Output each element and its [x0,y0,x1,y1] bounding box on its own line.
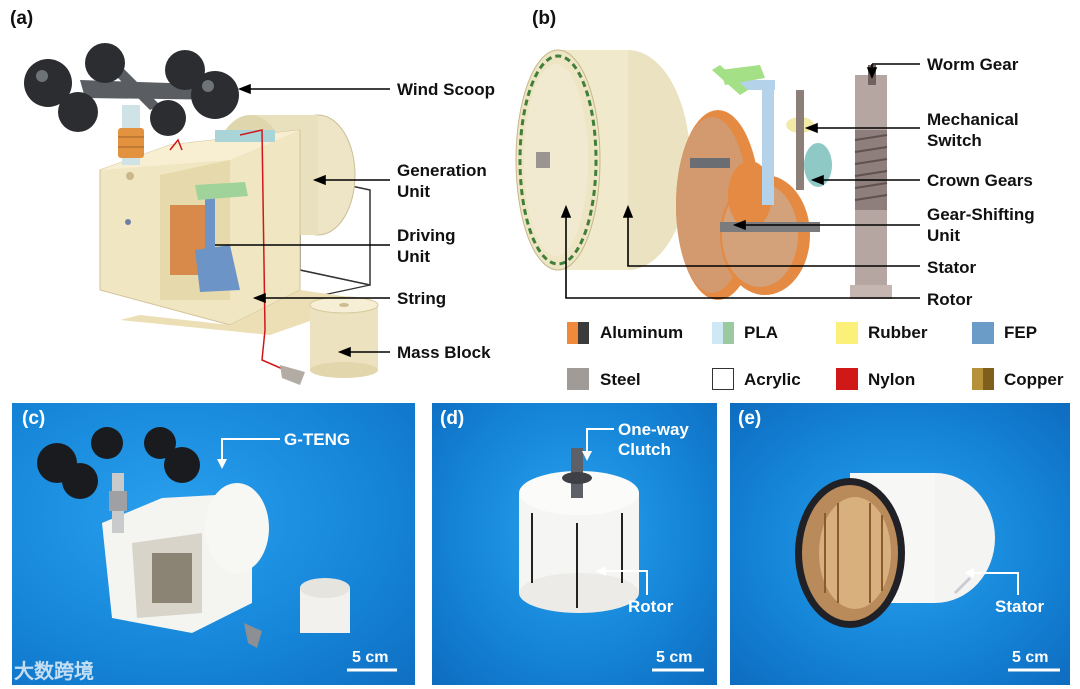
label-mechanical-switch: Mechanical Switch [927,110,1019,150]
panel-d-scale: 5 cm [656,649,693,666]
legend-label-rubber: Rubber [868,323,928,342]
panel-d-leaders [582,428,704,672]
label-worm-gear: Worm Gear [927,55,1019,74]
pla-frame [712,65,775,205]
legend-label-steel: Steel [600,370,641,389]
wind-scoop [24,43,239,136]
legend-label-aluminum: Aluminum [600,323,684,342]
stator-drum [515,49,690,271]
legend-swatch-copper [972,368,994,390]
panel-c-leader [217,438,397,672]
panel-d-illustration [519,448,639,613]
label-rotor: Rotor [927,290,973,309]
panel-e-leaders [964,568,1060,672]
red-string [169,129,286,371]
label-string: String [397,289,447,308]
gear-shifting-unit [720,161,820,295]
label-generation-unit: Generation Unit [397,161,487,201]
panel-e-tag: (e) [738,408,762,429]
watermark-text: 大数跨境 [14,661,94,683]
label-mass-block: Mass Block [397,343,491,362]
legend-swatch-steel [567,368,589,390]
panel-b-tag: (b) [532,8,557,29]
panel-d-photo: (d) One-way Clutch Rotor 5 cm [432,403,717,685]
legend-swatch-fep [972,322,994,344]
legend-swatch-rubber [836,322,858,344]
panel-d-tag: (d) [440,408,465,429]
panel-a-tag: (a) [10,8,34,29]
legend-label-pla: PLA [744,323,778,342]
label-rotor-photo: Rotor [628,597,674,616]
panel-b-leaders [560,63,920,299]
hook [280,365,305,385]
label-wind-scoop: Wind Scoop [397,80,496,99]
legend-swatch-acrylic [712,368,734,390]
driving-unit-internals [170,130,275,292]
crown-gears [786,90,832,190]
label-driving-unit: Driving Unit [397,226,456,266]
legend-label-acrylic: Acrylic [744,370,801,389]
panel-e-illustration [795,473,995,628]
label-gear-shifting-unit: Gear-Shifting Unit [927,205,1035,245]
panel-c-tag: (c) [22,408,46,429]
panel-e-scale: 5 cm [1012,649,1049,666]
legend-label-copper: Copper [1004,370,1064,389]
label-crown-gears: Crown Gears [927,171,1033,190]
panel-c-photo: (c) G-TENG 5 cm 大数跨境 [12,403,415,685]
label-stator: Stator [927,258,977,277]
label-g-teng: G-TENG [284,430,351,449]
legend-swatch-pla [712,322,734,344]
panel-e-photo: (e) Stator 5 cm [730,403,1070,685]
shaft-coupler [118,105,144,165]
label-stator-photo: Stator [995,597,1045,616]
panel-c-scale: 5 cm [352,649,389,666]
label-one-way-clutch: One-way Clutch [618,420,689,459]
legend-label-nylon: Nylon [868,370,916,389]
legend-label-fep: FEP [1004,323,1038,342]
worm-gear [850,65,892,299]
panel-a-leaders [215,83,390,358]
legend-swatch-nylon [836,368,858,390]
panel-c-illustration [37,427,350,648]
mass-block [309,296,379,378]
legend-swatch-aluminum [567,322,589,344]
